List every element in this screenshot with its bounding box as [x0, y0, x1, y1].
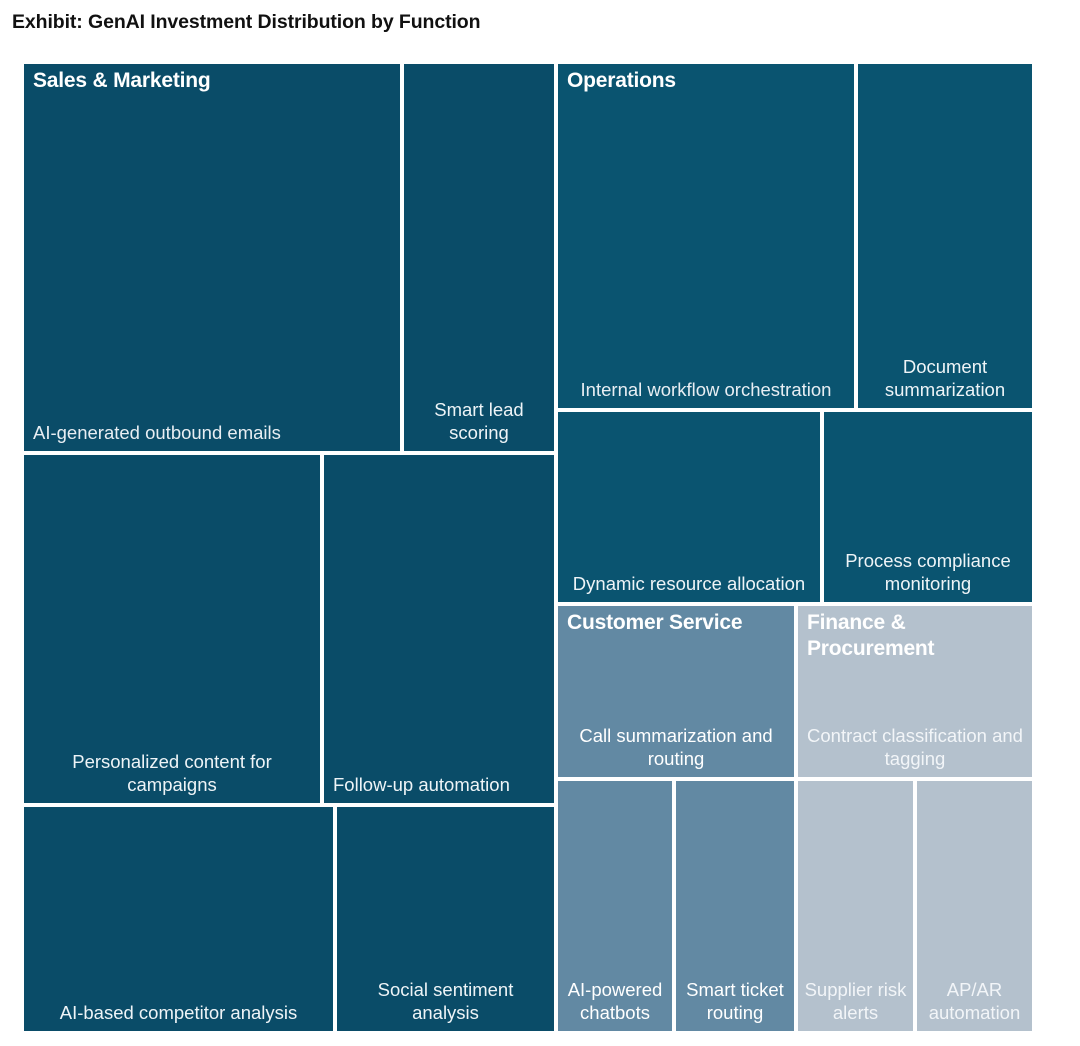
tile-document-summarization[interactable]: Document summarization [856, 62, 1034, 410]
tile-ap-ar-automation[interactable]: AP/AR automation [915, 779, 1034, 1033]
tile-dynamic-resource-allocation[interactable]: Dynamic resource allocation [556, 410, 822, 604]
tile-label: Smart lead scoring [434, 398, 524, 444]
tile-label: Internal workflow orchestration [580, 379, 832, 401]
tile-label: Social sentiment analysis [377, 978, 514, 1024]
tile-smart-ticket-routing[interactable]: Smart ticket routing [674, 779, 796, 1033]
tile-contract-classification-and-tagging[interactable]: Finance & Procurement Contract classific… [796, 604, 1034, 779]
group-label-finance-procurement: Finance & Procurement [807, 611, 935, 660]
tile-ai-powered-chatbots[interactable]: AI-powered chatbots [556, 779, 674, 1033]
tile-label: Process compliance monitoring [845, 549, 1011, 595]
treemap-container: Sales & Marketing AI-generated outbound … [22, 62, 1034, 1033]
tile-label: AI-generated outbound emails [33, 422, 281, 444]
group-label-customer-service: Customer Service [567, 611, 743, 634]
tile-label: AI-based competitor analysis [59, 1002, 298, 1024]
tile-call-summarization-and-routing[interactable]: Customer Service Call summarization and … [556, 604, 796, 779]
tile-label: Personalized content for campaigns [72, 750, 272, 796]
tile-internal-workflow-orchestration[interactable]: Operations Internal workflow orchestrati… [556, 62, 856, 410]
tile-smart-lead-scoring[interactable]: Smart lead scoring [402, 62, 556, 453]
group-label-operations: Operations [567, 69, 676, 92]
tile-label: Follow-up automation [333, 774, 510, 796]
tile-label: AI-powered chatbots [567, 978, 663, 1024]
tile-process-compliance-monitoring[interactable]: Process compliance monitoring [822, 410, 1034, 604]
tile-label: AP/AR automation [928, 978, 1021, 1024]
page-title: Exhibit: GenAI Investment Distribution b… [12, 11, 481, 33]
tile-ai-generated-outbound-emails[interactable]: Sales & Marketing AI-generated outbound … [22, 62, 402, 453]
tile-label: Smart ticket routing [686, 978, 784, 1024]
tile-label: Dynamic resource allocation [572, 573, 806, 595]
tile-social-sentiment-analysis[interactable]: Social sentiment analysis [335, 805, 556, 1033]
tile-supplier-risk-alerts[interactable]: Supplier risk alerts [796, 779, 915, 1033]
tile-ai-based-competitor-analysis[interactable]: AI-based competitor analysis [22, 805, 335, 1033]
tile-label: Call summarization and routing [579, 724, 773, 770]
group-label-sales-marketing: Sales & Marketing [33, 69, 211, 92]
tile-personalized-content-for-campaigns[interactable]: Personalized content for campaigns [22, 453, 322, 805]
tile-follow-up-automation[interactable]: Follow-up automation [322, 453, 556, 805]
tile-label: Document summarization [884, 355, 1006, 401]
tile-label: Contract classification and tagging [807, 724, 1023, 770]
tile-label: Supplier risk alerts [804, 978, 907, 1024]
